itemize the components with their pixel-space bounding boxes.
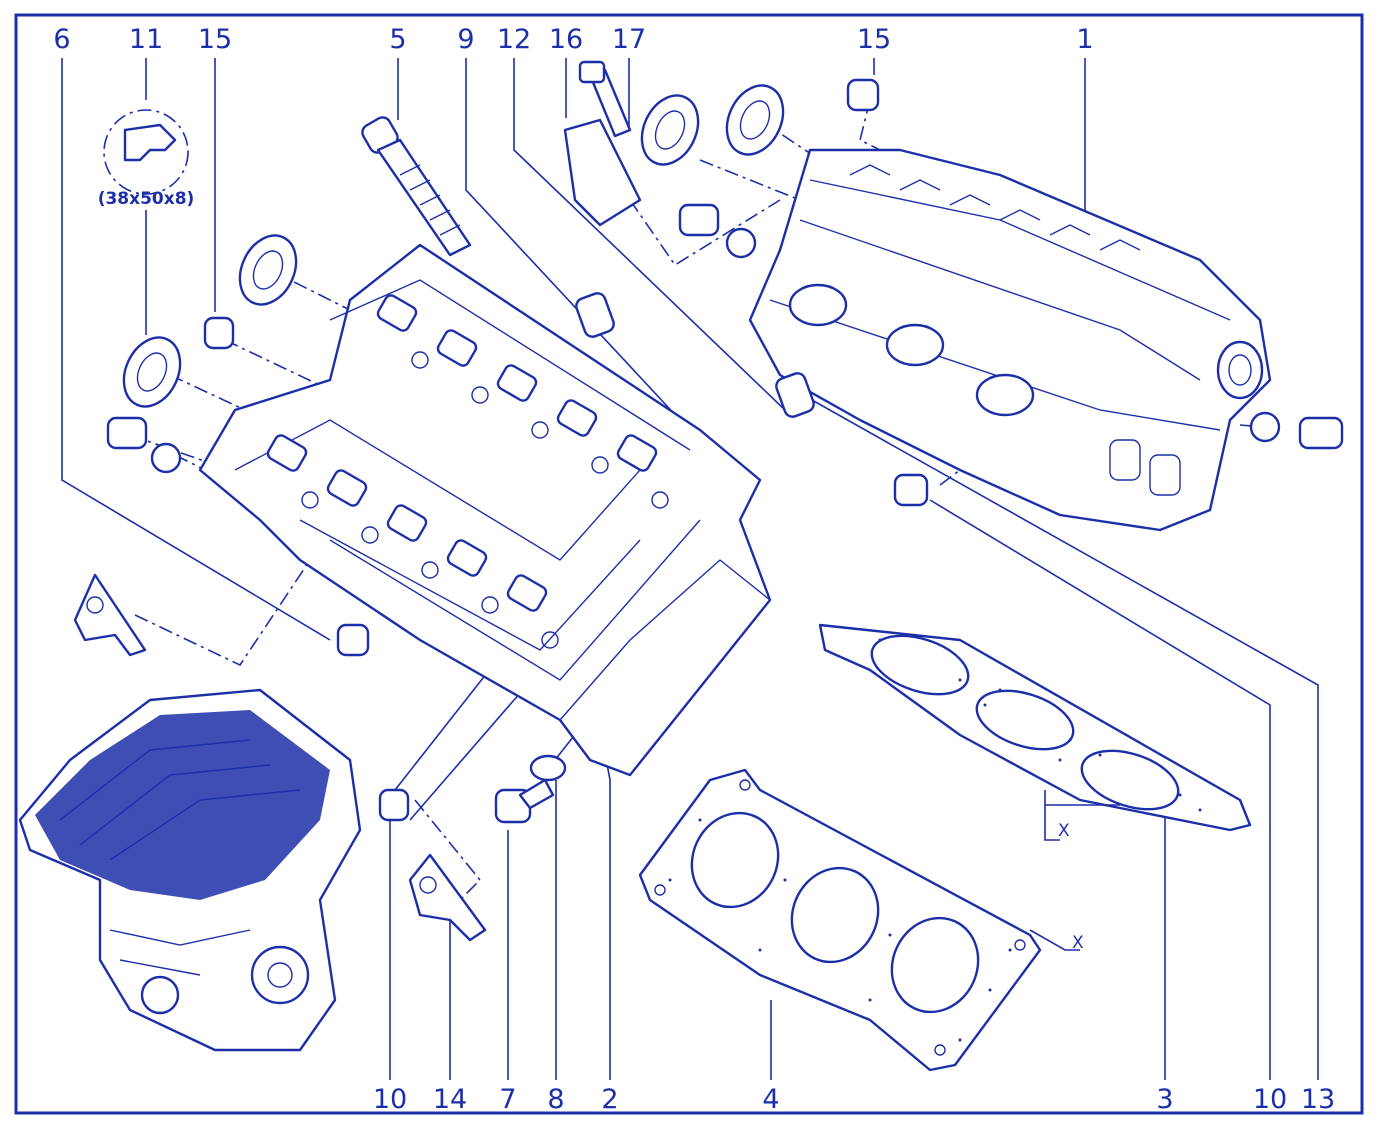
callout-5: 5 <box>389 24 406 55</box>
diagram-frame <box>14 13 1364 1115</box>
callout-14: 14 <box>433 1084 467 1115</box>
callout-2: 2 <box>601 1084 618 1115</box>
seal-size-note: (38x50x8) <box>98 189 195 209</box>
seal-detail-circle <box>103 109 189 195</box>
callout-7: 7 <box>499 1084 516 1115</box>
cylinder-head-right <box>748 148 1272 532</box>
callout-12: 12 <box>497 24 531 55</box>
engine-block-reference <box>18 688 362 1052</box>
callout-9: 9 <box>457 24 474 55</box>
callout-11: 11 <box>129 24 163 55</box>
callout-3: 3 <box>1156 1084 1173 1115</box>
callout-8: 8 <box>547 1084 564 1115</box>
head-bolt-5 <box>361 116 472 257</box>
gasket-3-dim-mark: X <box>1058 821 1070 841</box>
callout-6: 6 <box>53 24 70 55</box>
callout-17: 17 <box>612 24 646 55</box>
callout-4: 4 <box>762 1084 779 1115</box>
callout-15-left: 15 <box>198 24 232 55</box>
head-gasket-right: X <box>818 623 1252 841</box>
gasket-4-dim-mark: X <box>1072 933 1084 953</box>
small-parts <box>73 60 1344 942</box>
cylinder-head-left <box>198 243 772 777</box>
callout-10-left: 10 <box>373 1084 407 1115</box>
callout-15-right: 15 <box>857 24 891 55</box>
callout-1: 1 <box>1076 24 1093 55</box>
callout-numbers: 6 11 15 5 9 12 16 17 15 1 10 14 7 8 2 4 … <box>53 24 1335 1115</box>
leader-lines <box>61 58 1319 1080</box>
head-left-pads <box>266 294 658 612</box>
callout-10-right: 10 <box>1253 1084 1287 1115</box>
callout-13: 13 <box>1301 1084 1335 1115</box>
callout-16: 16 <box>549 24 583 55</box>
head-gasket-left: X <box>638 768 1084 1072</box>
